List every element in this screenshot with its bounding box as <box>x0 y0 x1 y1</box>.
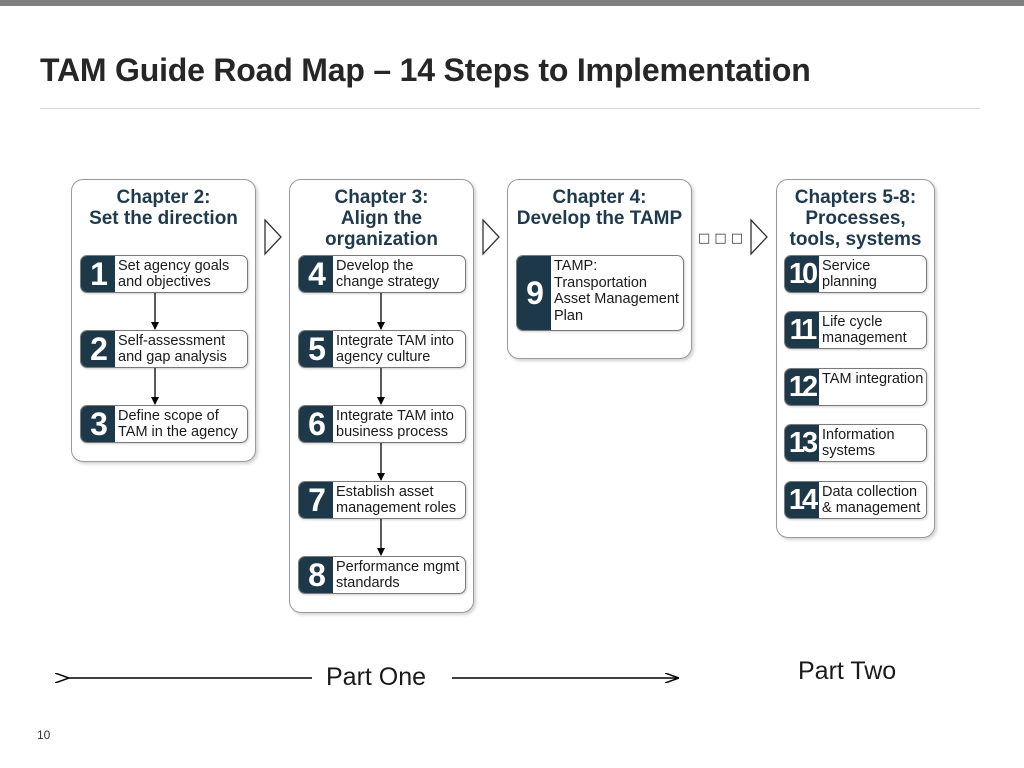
step-label: Life cycle management <box>822 314 907 346</box>
chapter-3-title: Chapter 3: Align the organization <box>325 187 438 250</box>
step-number: 10 <box>785 256 819 292</box>
step-number: 9 <box>517 256 551 330</box>
step-number: 12 <box>785 369 819 405</box>
part-two-label: Part Two <box>798 657 897 685</box>
step-3: 3 Define scope of TAM in the agency <box>80 405 248 443</box>
title-divider <box>40 108 980 109</box>
chapter-2-title: Chapter 2: Set the direction <box>89 187 238 229</box>
top-accent-bar <box>0 0 1024 6</box>
step-label: TAMP: Transportation Asset Management Pl… <box>554 258 679 324</box>
step-label: Set agency goals and objectives <box>118 258 230 290</box>
step-label: Data collection & management <box>822 484 921 516</box>
chapter-4-title: Chapter 4: Develop the TAMP <box>516 187 683 229</box>
step-label: Performance mgmt standards <box>336 559 460 591</box>
page-number: 10 <box>37 728 51 742</box>
step-11: 11 Life cycle management <box>784 311 927 349</box>
step-label: Develop the change strategy <box>336 258 440 290</box>
chevron-right-icon <box>264 218 282 256</box>
step-label: Integrate TAM into business process <box>336 408 454 440</box>
step-5: 5 Integrate TAM into agency culture <box>298 330 466 368</box>
step-number: 2 <box>81 331 115 367</box>
chapters-5-8-box: Chapters 5-8: Processes, tools, systems <box>776 179 935 538</box>
step-label: Self-assessment and gap analysis <box>118 333 227 365</box>
step-number: 3 <box>81 406 115 442</box>
step-13: 13 Information systems <box>784 424 927 462</box>
step-label: Service planning <box>822 258 877 290</box>
step-number: 8 <box>299 557 333 593</box>
step-label: Integrate TAM into agency culture <box>336 333 454 365</box>
step-label: Define scope of TAM in the agency <box>118 408 238 440</box>
slide-title: TAM Guide Road Map – 14 Steps to Impleme… <box>40 52 811 88</box>
step-6: 6 Integrate TAM into business process <box>298 405 466 443</box>
part-one-label: Part One <box>326 663 427 691</box>
step-10: 10 Service planning <box>784 255 927 293</box>
step-number: 1 <box>81 256 115 292</box>
chevron-right-icon <box>750 218 768 256</box>
step-number: 7 <box>299 482 333 518</box>
chapters-5-8-title: Chapters 5-8: Processes, tools, systems <box>789 187 922 250</box>
step-label: Establish asset management roles <box>336 484 457 516</box>
step-label: Information systems <box>822 427 895 459</box>
step-number: 6 <box>299 406 333 442</box>
step-14: 14 Data collection & management <box>784 481 927 519</box>
step-7: 7 Establish asset management roles <box>298 481 466 519</box>
step-12: 12 TAM integration <box>784 368 927 406</box>
step-number: 4 <box>299 256 333 292</box>
step-4: 4 Develop the change strategy <box>298 255 466 293</box>
step-8: 8 Performance mgmt standards <box>298 556 466 594</box>
step-1: 1 Set agency goals and objectives <box>80 255 248 293</box>
step-number: 13 <box>785 425 819 461</box>
step-label: TAM integration <box>822 371 924 387</box>
chevron-right-icon <box>482 218 500 256</box>
step-number: 14 <box>785 482 819 518</box>
step-number: 11 <box>785 312 819 348</box>
step-number: 5 <box>299 331 333 367</box>
ellipsis-squares: □ □ □ <box>698 231 743 246</box>
step-9: 9 TAMP: Transportation Asset Management … <box>516 255 684 331</box>
step-2: 2 Self-assessment and gap analysis <box>80 330 248 368</box>
